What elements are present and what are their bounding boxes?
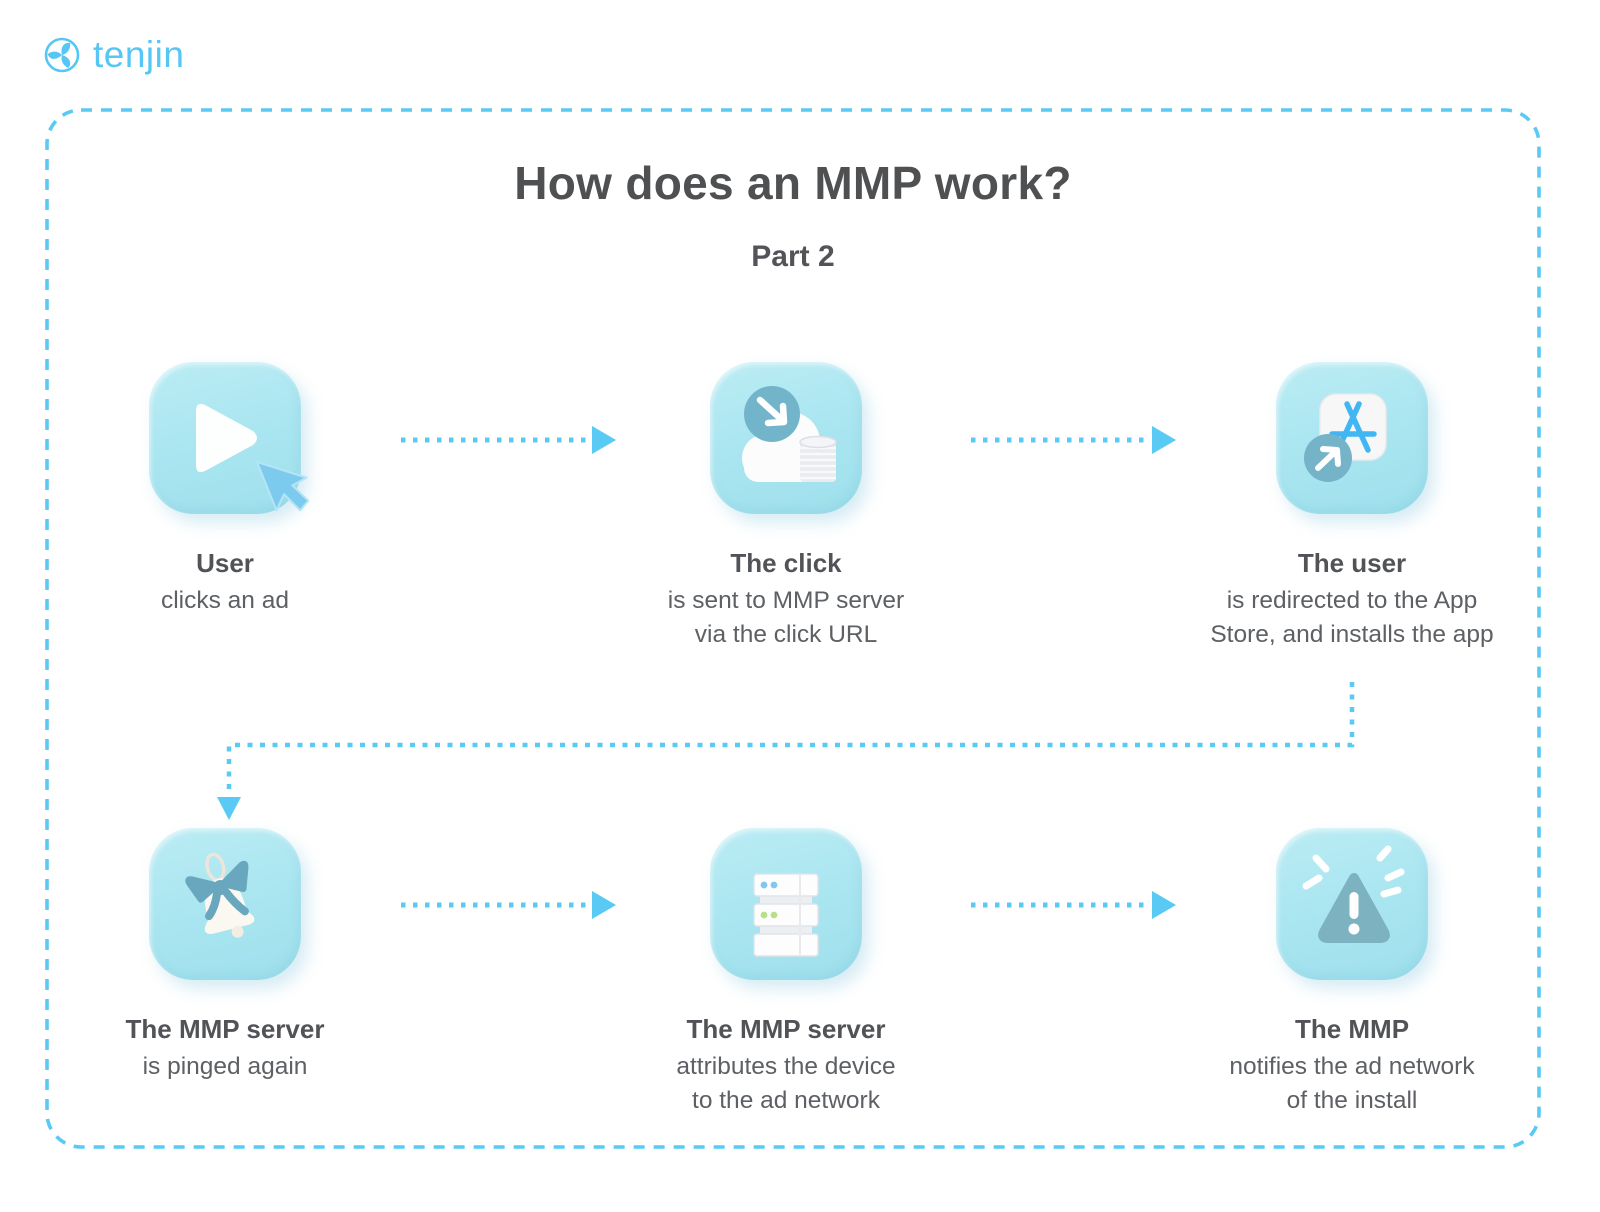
dashed-border	[45, 108, 1541, 1149]
step-mmp-server-pinged: The MMP server is pinged again	[5, 828, 445, 1084]
arrow-step2-step3	[971, 426, 1176, 454]
step-title: The MMP	[1294, 1014, 1410, 1044]
step-description: is redirected to the App Store, and inst…	[1210, 587, 1494, 648]
step-title: The MMP server	[125, 1014, 325, 1044]
bell-ping-icon	[149, 828, 301, 980]
step-user-redirected-app-store: The user is redirected to the App Store,…	[1132, 362, 1572, 652]
server-rack-icon	[710, 828, 862, 980]
arrow-step4-step5	[401, 891, 616, 919]
coin-stack	[799, 435, 837, 482]
step-mmp-attributes-device: The MMP server attributes the device to …	[566, 828, 1006, 1118]
step-description: is sent to MMP server via the click URL	[667, 587, 905, 648]
step-title: The click	[730, 548, 842, 578]
step-click-sent-to-mmp-server: The click is sent to MMP server via the …	[566, 362, 1006, 652]
page-subtitle: Part 2	[751, 240, 835, 273]
step-description: notifies the ad network of the install	[1229, 1053, 1475, 1114]
step-description: is pinged again	[142, 1053, 308, 1080]
tenjin-logo: tenjin	[40, 32, 184, 76]
alert-notify-icon	[1276, 828, 1428, 980]
app-store-redirect-icon	[1276, 362, 1428, 514]
step-description: attributes the device to the ad network	[676, 1053, 896, 1114]
tenjin-logo-icon	[44, 37, 80, 73]
step-description: clicks an ad	[160, 587, 289, 614]
arrow-step1-step2	[401, 426, 616, 454]
step-title: The user	[1297, 548, 1407, 578]
step-user-clicks-ad: User clicks an ad	[5, 362, 445, 618]
tenjin-logo-text: tenjin	[93, 33, 185, 75]
step-mmp-notifies-ad-network: The MMP notifies the ad network of the i…	[1132, 828, 1572, 1118]
play-button-cursor-icon	[149, 362, 310, 514]
step-title: The MMP server	[686, 1014, 886, 1044]
cloud-click-coins-icon	[710, 362, 862, 514]
step-title: User	[196, 548, 254, 578]
arrow-step5-step6	[971, 891, 1176, 919]
page-title: How does an MMP work?	[514, 157, 1072, 209]
arrow-step3-step4-elbow	[217, 682, 1355, 820]
